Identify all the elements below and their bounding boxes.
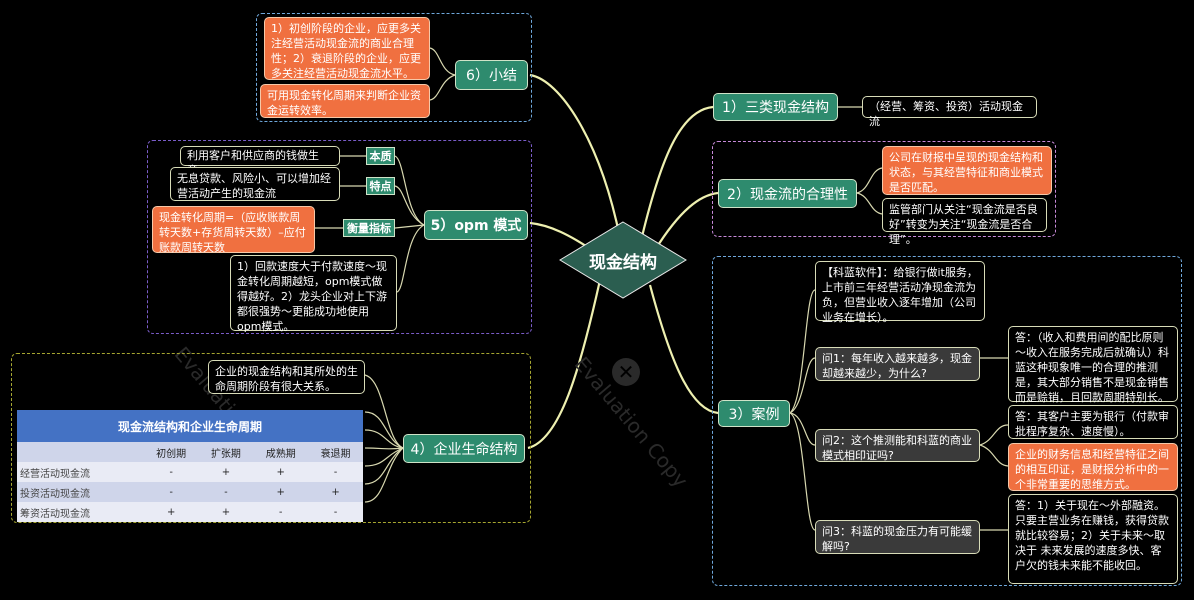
topic-case[interactable]: 3）案例 bbox=[718, 400, 790, 427]
topic-three-cash-structures[interactable]: 1）三类现金结构 bbox=[713, 93, 838, 121]
answer-2a[interactable]: 答：其客户主要为银行（付款审批程序复杂、速度慢）。 bbox=[1008, 405, 1178, 439]
table-cell: - bbox=[198, 482, 254, 502]
answer-3[interactable]: 答：1）关于现在～外部融资。只要主营业务在赚钱，获得贷款就比较容易；2）关于未来… bbox=[1008, 494, 1178, 584]
table-cell: + bbox=[143, 502, 199, 522]
row-header: 筹资活动现金流 bbox=[17, 502, 144, 522]
table-title: 现金流结构和企业生命周期 bbox=[17, 410, 363, 442]
table-cell: - bbox=[253, 502, 309, 522]
note-opm-essence[interactable]: 利用客户和供应商的钱做生意。 bbox=[180, 146, 340, 177]
question-2[interactable]: 问2：这个推测能和科蓝的商业模式相印证吗? bbox=[815, 429, 980, 462]
topic-summary[interactable]: 6）小结 bbox=[455, 60, 528, 90]
note-activity-cashflows[interactable]: （经营、筹资、投资）活动现金流 bbox=[862, 96, 1037, 128]
table-header-cell: 初创期 bbox=[143, 442, 199, 462]
table-cell: + bbox=[198, 462, 254, 482]
table-cell: + bbox=[308, 482, 363, 502]
group-case bbox=[712, 256, 1182, 586]
note-opm-feature[interactable]: 无息贷款、风险小、可以增加经营活动产生的现金流 bbox=[170, 167, 340, 201]
tag-essence[interactable]: 本质 bbox=[366, 147, 395, 165]
table-row: 投资活动现金流 - - + + bbox=[17, 482, 363, 502]
topic-cashflow-rationality[interactable]: 2）现金流的合理性 bbox=[718, 179, 857, 208]
group-summary bbox=[256, 13, 532, 122]
note-structure-match[interactable]: 公司在财报中呈现的现金结构和状态，与其经营特征和商业模式是否匹配。 bbox=[882, 146, 1052, 195]
answer-1[interactable]: 答：（收入和费用间的配比原则～收入在服务完成后就确认）科蓝这种现象唯一的合理的推… bbox=[1008, 326, 1178, 404]
table-cell: + bbox=[253, 482, 309, 502]
note-lifecycle-relation[interactable]: 企业的现金结构和其所处的生命周期阶段有很大关系。 bbox=[208, 360, 365, 394]
table-header-cell bbox=[17, 442, 144, 462]
note-opm-metric[interactable]: 现金转化周期=（应收账款周转天数+存货周转天数）–应付账款周转天数 bbox=[152, 206, 315, 254]
note-summary-stages[interactable]: 1）初创阶段的企业，应更多关注经营活动现金流的商业合理性；2）衰退阶段的企业，应… bbox=[264, 17, 430, 80]
note-summary-ccc[interactable]: 可用现金转化周期来判断企业资金运转效率。 bbox=[260, 84, 430, 118]
row-header: 投资活动现金流 bbox=[17, 482, 144, 502]
table-cell: + bbox=[253, 462, 309, 482]
topic-enterprise-lifecycle[interactable]: 4）企业生命结构 bbox=[403, 434, 525, 463]
answer-2b[interactable]: 企业的财务信息和经营特征之间的相互印证，是财报分析中的一个非常重要的思维方式。 bbox=[1008, 443, 1178, 491]
table-header-row: 初创期 扩张期 成熟期 衰退期 bbox=[17, 442, 363, 462]
question-3[interactable]: 问3：科蓝的现金压力有可能缓解吗? bbox=[815, 520, 980, 554]
table-cell: - bbox=[308, 462, 363, 482]
row-header: 经营活动现金流 bbox=[17, 462, 144, 482]
note-opm-summary[interactable]: 1）回款速度大于付款速度～现金转化周期越短，opm模式做得越好。2）龙头企业对上… bbox=[230, 255, 397, 333]
note-kelan-intro[interactable]: 【科蓝软件】：给银行做it服务，上市前三年经营活动净现金流为负，但营业收入逐年增… bbox=[815, 261, 985, 324]
table-cell: - bbox=[143, 482, 199, 502]
table-cell: - bbox=[308, 502, 363, 522]
central-topic[interactable]: 现金结构 bbox=[558, 220, 688, 300]
central-topic-label: 现金结构 bbox=[589, 252, 657, 273]
tag-metric[interactable]: 衡量指标 bbox=[343, 219, 395, 237]
group-rationality bbox=[712, 141, 1056, 237]
lifecycle-table: 现金流结构和企业生命周期 初创期 扩张期 成熟期 衰退期 经营活动现金流 - +… bbox=[17, 410, 363, 522]
topic-opm-model[interactable]: 5）opm 模式 bbox=[424, 210, 528, 240]
group-opm bbox=[147, 140, 532, 334]
table-row: 筹资活动现金流 + + - - bbox=[17, 502, 363, 522]
diamond-shape bbox=[559, 221, 687, 299]
table-row: 经营活动现金流 - + + - bbox=[17, 462, 363, 482]
tag-feature[interactable]: 特点 bbox=[366, 177, 395, 195]
xmind-logo-icon: ✕ bbox=[612, 358, 640, 386]
table-cell: + bbox=[198, 502, 254, 522]
table-header-cell: 衰退期 bbox=[308, 442, 363, 462]
table-cell: - bbox=[143, 462, 199, 482]
question-1[interactable]: 问1：每年收入越来越多，现金却越来越少，为什么? bbox=[815, 347, 980, 381]
table-header-cell: 扩张期 bbox=[198, 442, 254, 462]
group-lifecycle bbox=[11, 353, 531, 523]
table-header-cell: 成熟期 bbox=[253, 442, 309, 462]
note-regulator-focus[interactable]: 监管部门从关注“现金流是否良好”转变为关注“现金流是否合理”。 bbox=[882, 198, 1047, 246]
